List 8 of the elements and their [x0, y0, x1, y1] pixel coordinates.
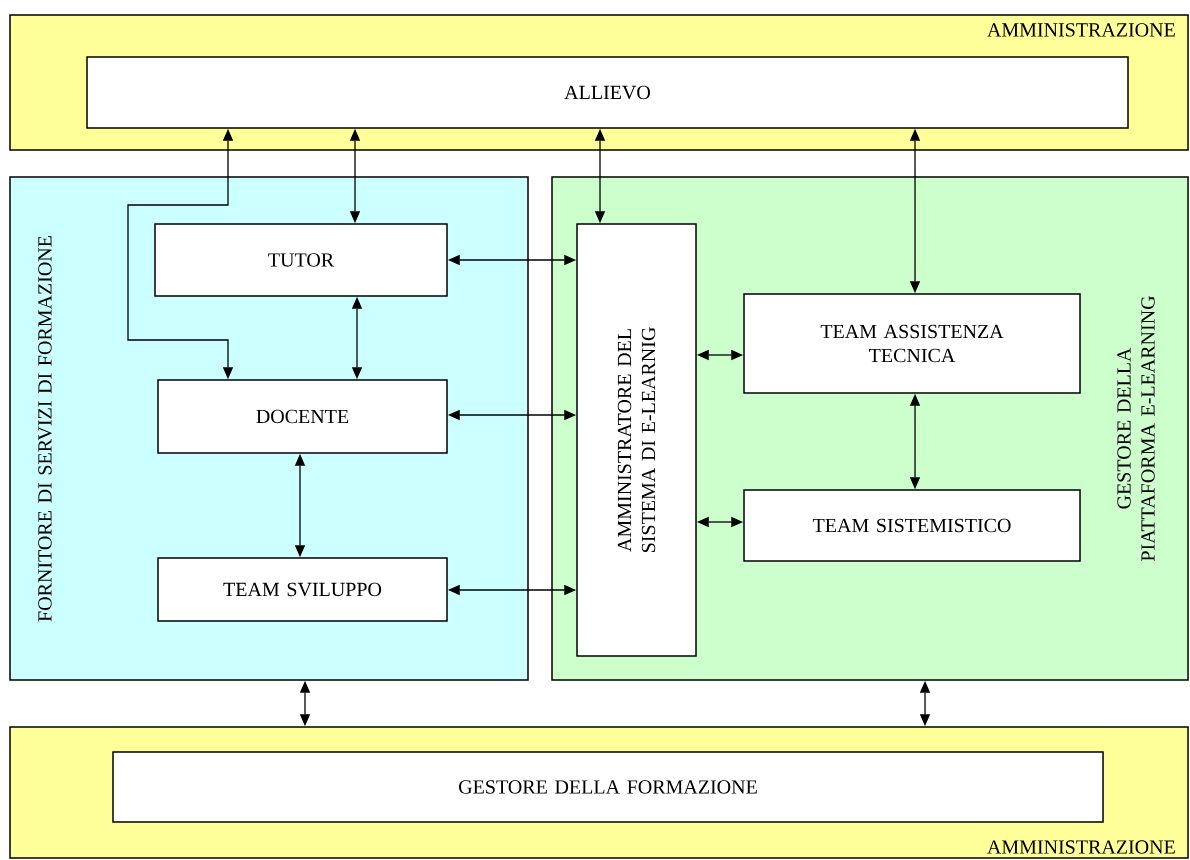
role-box: TEAM SVILUPPO: [157, 557, 448, 622]
role-box: DOCENTE: [157, 379, 448, 454]
role-box: GESTORE DELLA FORMAZIONE: [112, 751, 1104, 823]
role-box: TUTOR: [154, 223, 448, 297]
role-box: TEAM ASSISTENZA TECNICA: [743, 293, 1081, 394]
role-box: AMMINISTRATORE DEL SISTEMA DI E-LEARNIG: [576, 223, 697, 657]
role-box: ALLIEVO: [86, 56, 1129, 129]
role-box: TEAM SISTEMISTICO: [743, 489, 1081, 562]
